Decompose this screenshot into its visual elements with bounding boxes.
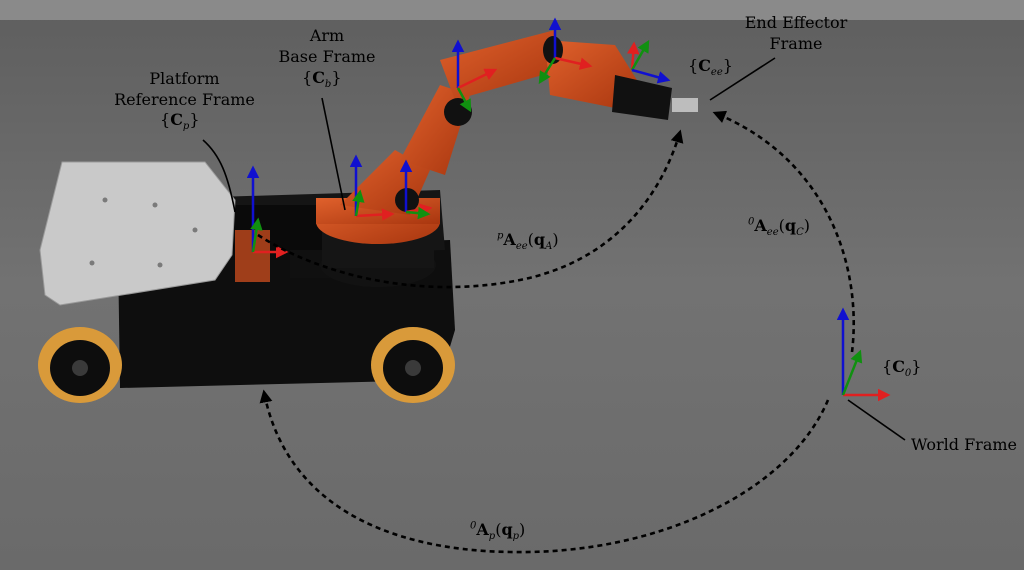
end-effector-frame-symbol: {Cee} [688, 56, 733, 79]
world-to-platform-transform-label: 0Ap(qp) [470, 520, 526, 543]
world-frame-symbol: {C0} [882, 357, 922, 380]
platform-frame-label-line1: Platform [149, 69, 220, 88]
world-leader-line [847, 399, 906, 441]
arm-base-frame-label: Arm Base Frame [262, 25, 392, 67]
joint2-frame-axes [399, 159, 433, 220]
platform-to-ee-arrow [257, 129, 684, 289]
joint3-frame-axes [451, 39, 498, 113]
arm-base-frame-label-line1: Arm [309, 26, 345, 45]
end-effector-leader-line [709, 57, 776, 101]
front-right-wheel [371, 327, 455, 403]
end-effector-frame-label-line1: End Effector [744, 13, 848, 32]
arm-base-frame-label-line2: Base Frame [278, 47, 376, 66]
platform-frame-label: Platform Reference Frame [112, 68, 257, 110]
platform-plate [39, 161, 236, 306]
horizon-strip [0, 0, 1024, 20]
joint5-frame-axes [627, 39, 671, 84]
world-frame-axes [836, 307, 891, 402]
world-frame-label: World Frame [910, 435, 1017, 454]
end-effector-frame-label-line2: Frame [769, 34, 823, 53]
world-to-ee-arrow [712, 110, 856, 353]
platform-leader-line [202, 139, 236, 213]
joint4-frame-axes [538, 17, 593, 85]
platform-frame-label-line2: Reference Frame [114, 90, 255, 109]
platform-to-ee-transform-label: pAee(qA) [497, 230, 559, 253]
arm-base-frame-axes [349, 154, 395, 221]
platform-frame-axes [246, 165, 289, 259]
platform-frame-symbol: {Cp} [160, 110, 200, 133]
arm-base-leader-line [321, 97, 346, 211]
gripper [612, 75, 672, 120]
arm-base-frame-symbol: {Cb} [302, 68, 342, 91]
world-to-ee-transform-label: 0Aee(qC) [748, 216, 810, 239]
world-to-platform-arrow [259, 389, 830, 554]
end-effector-frame-label: End Effector Frame [722, 12, 870, 54]
front-left-wheel [38, 327, 122, 403]
